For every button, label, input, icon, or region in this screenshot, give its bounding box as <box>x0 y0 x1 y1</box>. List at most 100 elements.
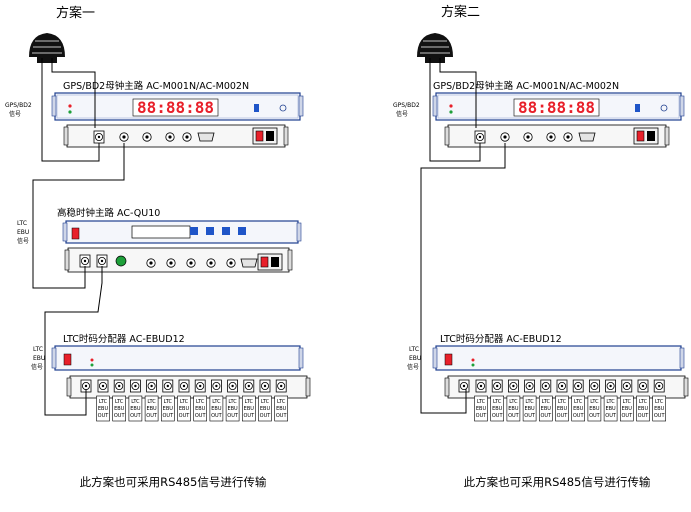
ltc-ebu-wire <box>32 143 125 289</box>
output-port-label: EBU <box>227 406 238 412</box>
ltc-output-bnc-icon <box>119 132 129 142</box>
output-port-label: OUT <box>573 413 585 419</box>
output-port-label: EBU <box>492 406 503 412</box>
distributor-label: LTC时码分配器 AC-EBUD12 <box>63 333 185 345</box>
gps-signal-label: GPS/BD2 <box>393 102 420 109</box>
power-socket-icon <box>633 127 659 145</box>
ltc-signal-label: 信号 <box>407 363 419 371</box>
output-port-label: OUT <box>557 413 569 419</box>
output-port-label: LTC <box>623 399 632 405</box>
master-clock-rear-panel <box>63 124 289 148</box>
status-led-icon <box>471 358 475 362</box>
output-port-label: EBU <box>195 406 206 412</box>
output-label-box <box>242 395 256 422</box>
output-label-box <box>258 395 272 422</box>
output-port-label: OUT <box>276 413 288 419</box>
output-port-label: OUT <box>605 413 617 419</box>
scheme1-caption: 此方案也可采用RS485信号进行传输 <box>80 475 267 489</box>
output-port-label: EBU <box>557 406 568 412</box>
brand-logo-icon <box>279 104 287 112</box>
output-port-label: LTC <box>493 399 502 405</box>
output-port-label: LTC <box>147 399 156 405</box>
power-socket-icon <box>252 127 278 145</box>
output-port-label: OUT <box>114 413 126 419</box>
output-label-box <box>603 395 618 422</box>
ltc-output-bnc-icon <box>500 132 510 142</box>
ltc-signal-label: LTC <box>409 346 419 353</box>
distributor-rear-panel: LTCEBUOUTLTCEBUOUTLTCEBUOUTLTCEBUOUTLTCE… <box>66 375 311 422</box>
output-port-label: OUT <box>195 413 207 419</box>
ltc-output-port-icon <box>507 379 519 393</box>
output-label-box <box>652 395 667 422</box>
ltc-output-port-icon <box>605 379 617 393</box>
antenna-dome-icon <box>28 32 66 64</box>
bnc-port-icon <box>182 132 192 142</box>
output-port-label: LTC <box>99 399 108 405</box>
output-label-box <box>128 395 143 422</box>
distributor-label: LTC时码分配器 AC-EBUD12 <box>440 333 562 345</box>
output-port-label: OUT <box>130 413 142 419</box>
output-port-label: LTC <box>196 399 205 405</box>
output-port-label: OUT <box>540 413 552 419</box>
gps-signal-wire <box>439 58 477 128</box>
bnc-port-icon <box>186 258 196 268</box>
output-label-box <box>161 395 175 422</box>
signal-wires <box>420 58 506 414</box>
power-switch-icon <box>63 353 72 366</box>
output-label-box <box>112 395 126 422</box>
output-port-label: OUT <box>146 413 158 419</box>
output-port-label: LTC <box>228 399 237 405</box>
ltc-ebu-wire <box>420 143 506 414</box>
output-port-label: LTC <box>131 399 140 405</box>
ltc-output-port-icon <box>178 379 190 393</box>
antenna-input-port-icon <box>93 130 105 144</box>
ltc-output-port-icon <box>194 379 206 393</box>
output-port-label: EBU <box>508 406 519 412</box>
status-lamp-icon <box>115 255 127 267</box>
ltc-output-port-icon <box>275 379 287 393</box>
output-port-label: OUT <box>260 413 272 419</box>
output-port-label: LTC <box>477 399 486 405</box>
bnc-port-icon <box>166 258 176 268</box>
ltc-output-port-icon <box>588 379 600 393</box>
status-led-icon <box>471 363 475 367</box>
lcd-display <box>131 225 191 239</box>
power-switch-icon <box>444 353 453 366</box>
antenna-input-port-icon <box>474 130 486 144</box>
mode-button <box>635 104 640 112</box>
output-port-label: LTC <box>639 399 648 405</box>
master-clock-rear-panel <box>444 124 670 148</box>
status-led-icon <box>449 104 453 108</box>
ltc-signal-label: 信号 <box>17 237 29 245</box>
ltc-ebu-wire <box>44 266 103 416</box>
output-port-label: EBU <box>276 406 287 412</box>
distributor-front-panel <box>51 345 304 371</box>
gps-signal-label: 信号 <box>396 110 408 118</box>
power-switch-icon <box>71 227 80 240</box>
ltc-output-port-icon <box>129 379 141 393</box>
output-port-label: EBU <box>589 406 600 412</box>
output-port-label: OUT <box>589 413 601 419</box>
output-label-box <box>274 395 289 422</box>
output-port-label: LTC <box>212 399 221 405</box>
output-port-label: EBU <box>573 406 584 412</box>
output-port-label: OUT <box>227 413 239 419</box>
ltc-signal-label: EBU <box>33 355 45 362</box>
panel-button <box>238 227 246 235</box>
ltc-output-port-icon <box>572 379 584 393</box>
bnc-port-icon <box>523 132 533 142</box>
master-clock-label: GPS/BD2母钟主路 AC-M001N/AC-M002N <box>433 80 619 92</box>
panel-button <box>222 227 230 235</box>
time-display-frame <box>132 98 219 117</box>
output-port-label: LTC <box>261 399 270 405</box>
ltc-signal-label: LTC <box>17 220 27 227</box>
output-port-label: OUT <box>179 413 191 419</box>
ltc-output-port-icon <box>653 379 665 393</box>
gps-signal-label: GPS/BD2 <box>5 102 32 109</box>
bnc-port-icon <box>165 132 175 142</box>
panel-button <box>206 227 214 235</box>
output-label-box <box>619 395 634 422</box>
high-stability-clock-front-panel <box>62 220 302 244</box>
bnc-port-icon <box>142 132 152 142</box>
output-port-label: LTC <box>115 399 124 405</box>
